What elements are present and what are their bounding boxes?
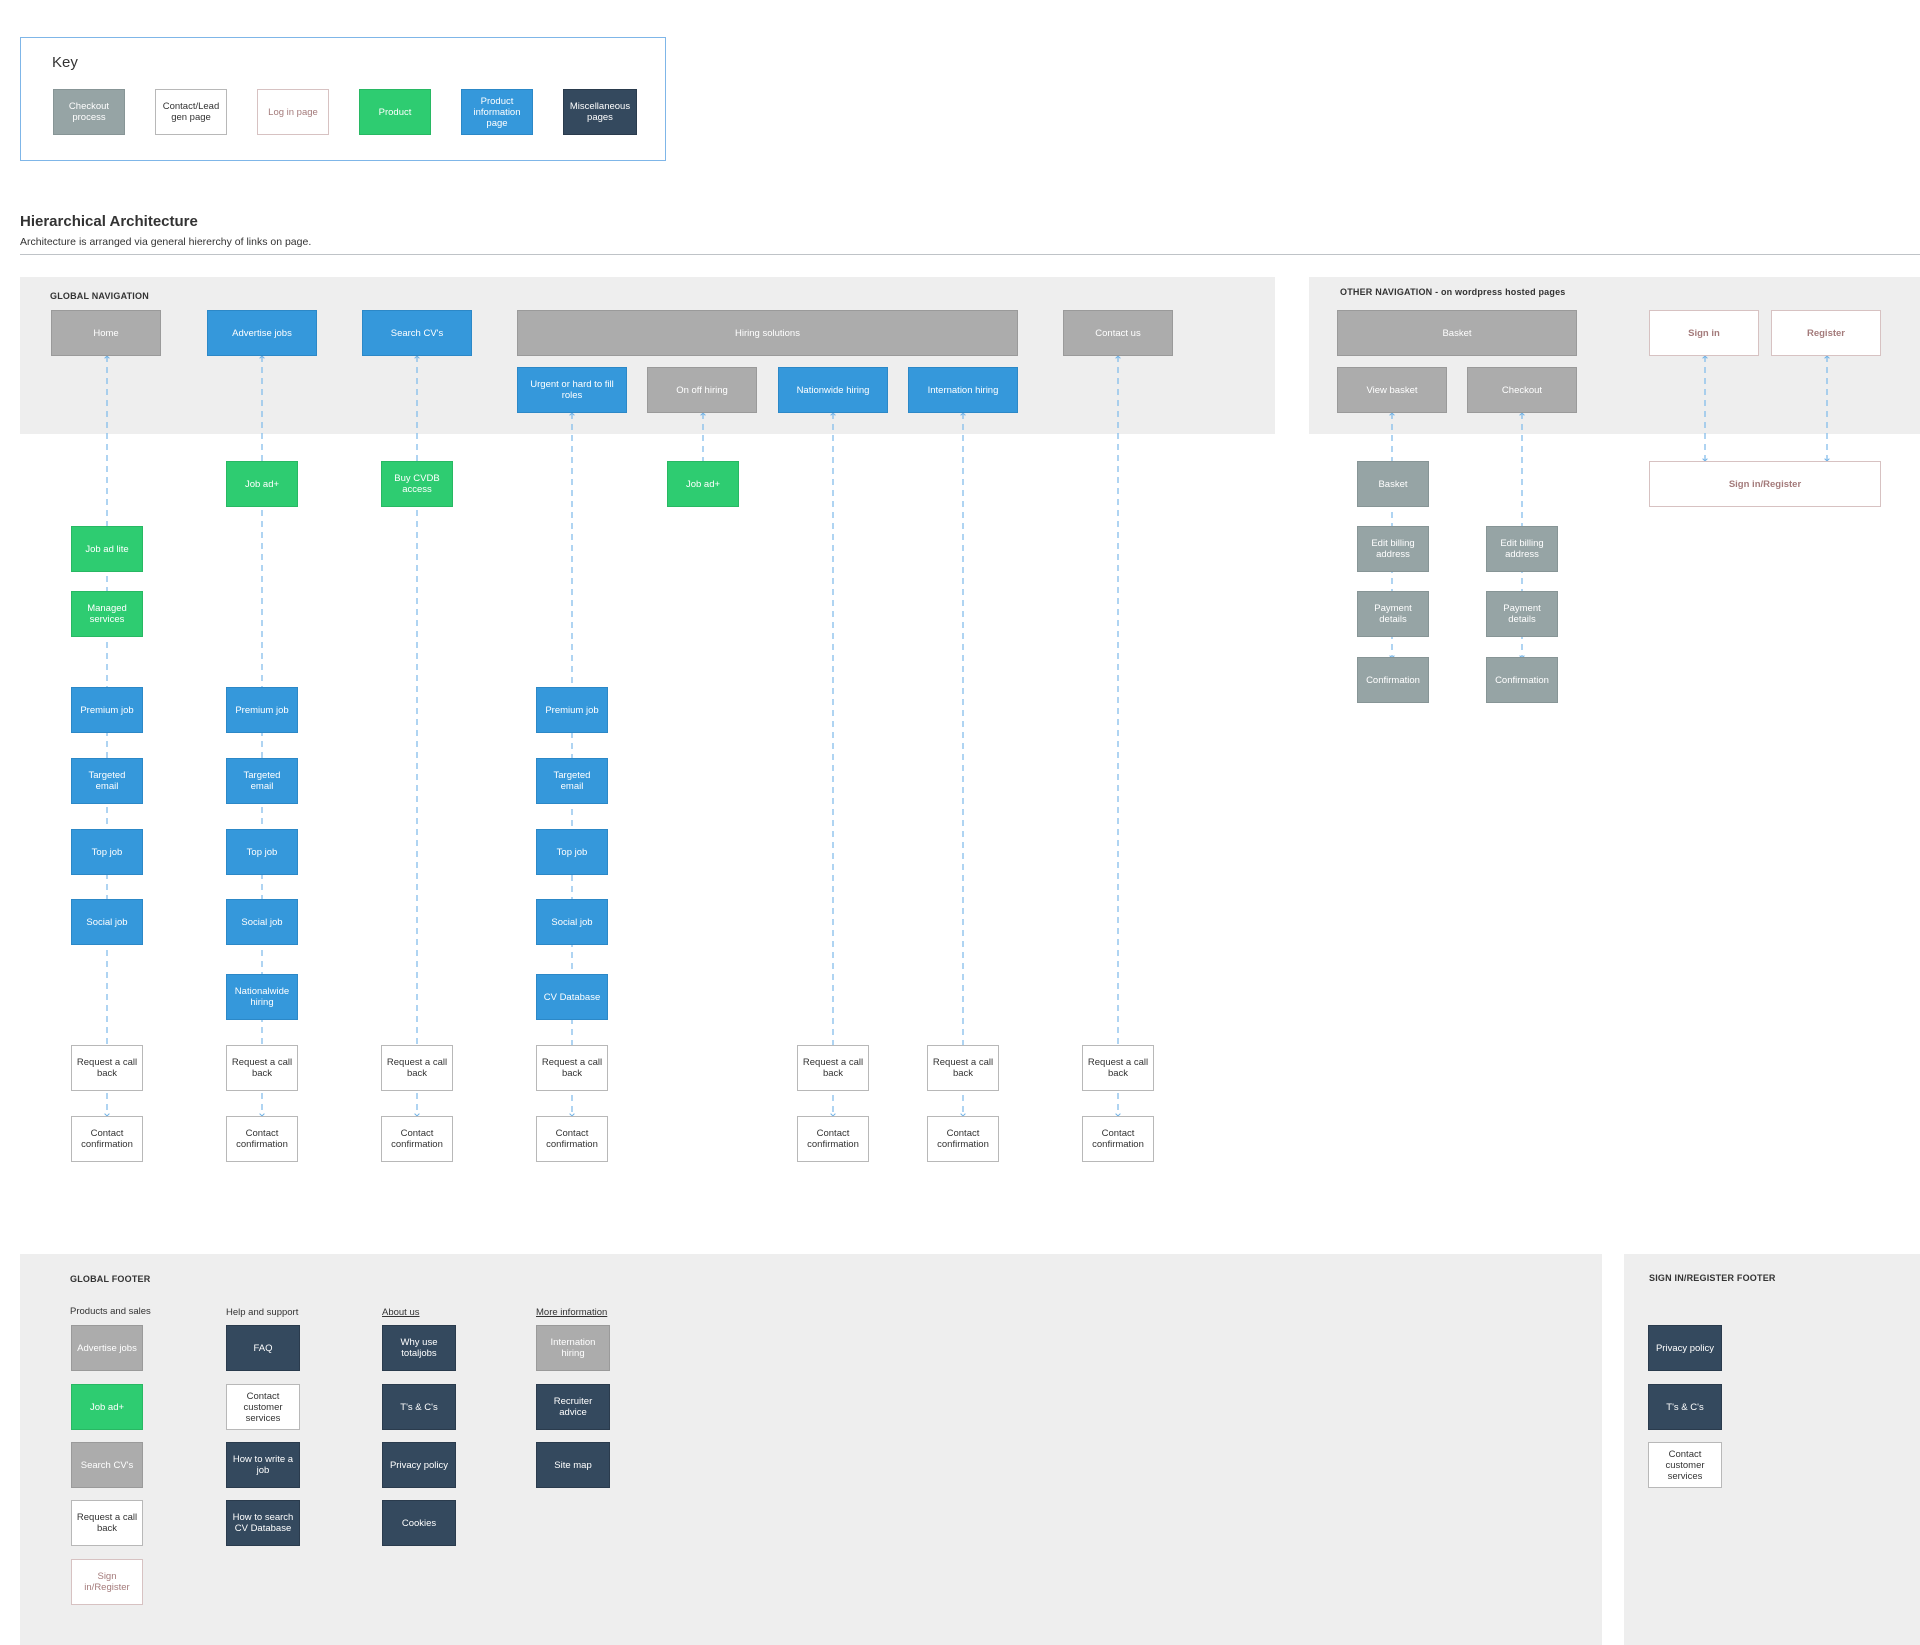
footer-job-ad-plus: Job ad+ [71, 1384, 143, 1430]
nav-advertise-jobs: Advertise jobs [207, 310, 317, 356]
page-title: Hierarchical Architecture [20, 213, 198, 230]
footer-about-title: About us [382, 1307, 420, 1318]
page-subtitle: Architecture is arranged via general hie… [20, 236, 312, 248]
nav-on-off-hiring: On off hiring [647, 367, 757, 413]
footer-more-info-title: More information [536, 1307, 608, 1318]
other-nav-basket: Basket [1337, 310, 1577, 356]
signin-footer-contact-customer-services: Contact customer services [1648, 1442, 1722, 1488]
footer-ts-and-cs: T's & C's [382, 1384, 456, 1430]
footer-why-use-totaljobs: Why use totaljobs [382, 1325, 456, 1371]
search-request-call-back: Request a call back [381, 1045, 453, 1091]
signin-footer-privacy-policy: Privacy policy [1648, 1325, 1722, 1371]
urgent-premium-job: Premium job [536, 687, 608, 733]
nav-search-cvs: Search CV's [362, 310, 472, 356]
advertise-premium-job: Premium job [226, 687, 298, 733]
home-contact-confirmation: Contact confirmation [71, 1116, 143, 1162]
footer-internation-hiring: Internation hiring [536, 1325, 610, 1371]
other-navigation-title: OTHER NAVIGATION - on wordpress hosted p… [1340, 287, 1566, 297]
basket-page: Basket [1357, 461, 1429, 507]
search-contact-confirmation: Contact confirmation [381, 1116, 453, 1162]
advertise-request-call-back: Request a call back [226, 1045, 298, 1091]
footer-how-to-search-cv-database: How to search CV Database [226, 1500, 300, 1546]
signin-footer-ts-and-cs: T's & C's [1648, 1384, 1722, 1430]
confirmation-b: Confirmation [1486, 657, 1558, 703]
home-targeted-email: Targeted email [71, 758, 143, 804]
urgent-cv-database: CV Database [536, 974, 608, 1020]
nav-hiring-solutions: Hiring solutions [517, 310, 1018, 356]
other-nav-view-basket: View basket [1337, 367, 1447, 413]
footer-request-call-back: Request a call back [71, 1500, 143, 1546]
footer-site-map: Site map [536, 1442, 610, 1488]
footer-cookies: Cookies [382, 1500, 456, 1546]
global-footer-title: GLOBAL FOOTER [70, 1274, 151, 1284]
advertise-contact-confirmation: Contact confirmation [226, 1116, 298, 1162]
urgent-social-job: Social job [536, 899, 608, 945]
nationwide-contact-confirmation: Contact confirmation [797, 1116, 869, 1162]
footer-faq: FAQ [226, 1325, 300, 1371]
edit-billing-address-a: Edit billing address [1357, 526, 1429, 572]
payment-details-b: Payment details [1486, 591, 1558, 637]
footer-sign-in-register: Sign in/Register [71, 1559, 143, 1605]
home-social-job: Social job [71, 899, 143, 945]
urgent-targeted-email: Targeted email [536, 758, 608, 804]
key-panel: Key Checkout process Contact/Lead gen pa… [20, 37, 666, 161]
global-navigation-title: GLOBAL NAVIGATION [50, 291, 149, 301]
nav-home: Home [51, 310, 161, 356]
footer-search-cvs: Search CV's [71, 1442, 143, 1488]
key-log-in-page: Log in page [257, 89, 329, 135]
home-premium-job: Premium job [71, 687, 143, 733]
search-buy-cvdb-access: Buy CVDB access [381, 461, 453, 507]
key-miscellaneous-pages: Miscellaneous pages [563, 89, 637, 135]
key-title: Key [52, 54, 78, 71]
advertise-job-ad-plus: Job ad+ [226, 461, 298, 507]
home-request-call-back: Request a call back [71, 1045, 143, 1091]
nav-urgent-roles: Urgent or hard to fill roles [517, 367, 627, 413]
contactus-request-call-back: Request a call back [1082, 1045, 1154, 1091]
heading-divider [20, 254, 1920, 255]
advertise-targeted-email: Targeted email [226, 758, 298, 804]
key-product-information-page: Product information page [461, 89, 533, 135]
edit-billing-address-b: Edit billing address [1486, 526, 1558, 572]
payment-details-a: Payment details [1357, 591, 1429, 637]
home-job-ad-lite: Job ad lite [71, 526, 143, 572]
other-nav-checkout: Checkout [1467, 367, 1577, 413]
nav-nationwide-hiring: Nationwide hiring [778, 367, 888, 413]
urgent-request-call-back: Request a call back [536, 1045, 608, 1091]
urgent-top-job: Top job [536, 829, 608, 875]
other-nav-register: Register [1771, 310, 1881, 356]
key-checkout-process: Checkout process [53, 89, 125, 135]
key-contact-lead-gen: Contact/Lead gen page [155, 89, 227, 135]
onoff-job-ad-plus: Job ad+ [667, 461, 739, 507]
sign-in-register-page: Sign in/Register [1649, 461, 1881, 507]
footer-contact-customer-services: Contact customer services [226, 1384, 300, 1430]
footer-help-title: Help and support [226, 1307, 299, 1318]
nav-internation-hiring: Internation hiring [908, 367, 1018, 413]
urgent-contact-confirmation: Contact confirmation [536, 1116, 608, 1162]
home-managed-services: Managed services [71, 591, 143, 637]
confirmation-a: Confirmation [1357, 657, 1429, 703]
nav-contact-us: Contact us [1063, 310, 1173, 356]
footer-products-title: Products and sales [70, 1306, 151, 1317]
home-top-job: Top job [71, 829, 143, 875]
contactus-contact-confirmation: Contact confirmation [1082, 1116, 1154, 1162]
other-nav-sign-in: Sign in [1649, 310, 1759, 356]
advertise-social-job: Social job [226, 899, 298, 945]
nationwide-request-call-back: Request a call back [797, 1045, 869, 1091]
internation-request-call-back: Request a call back [927, 1045, 999, 1091]
footer-privacy-policy: Privacy policy [382, 1442, 456, 1488]
footer-how-to-write-job: How to write a job [226, 1442, 300, 1488]
signin-footer-title: SIGN IN/REGISTER FOOTER [1649, 1273, 1776, 1283]
internation-contact-confirmation: Contact confirmation [927, 1116, 999, 1162]
advertise-top-job: Top job [226, 829, 298, 875]
footer-advertise-jobs: Advertise jobs [71, 1325, 143, 1371]
key-product: Product [359, 89, 431, 135]
advertise-nationalwide-hiring: Nationalwide hiring [226, 974, 298, 1020]
footer-recruiter-advice: Recruiter advice [536, 1384, 610, 1430]
